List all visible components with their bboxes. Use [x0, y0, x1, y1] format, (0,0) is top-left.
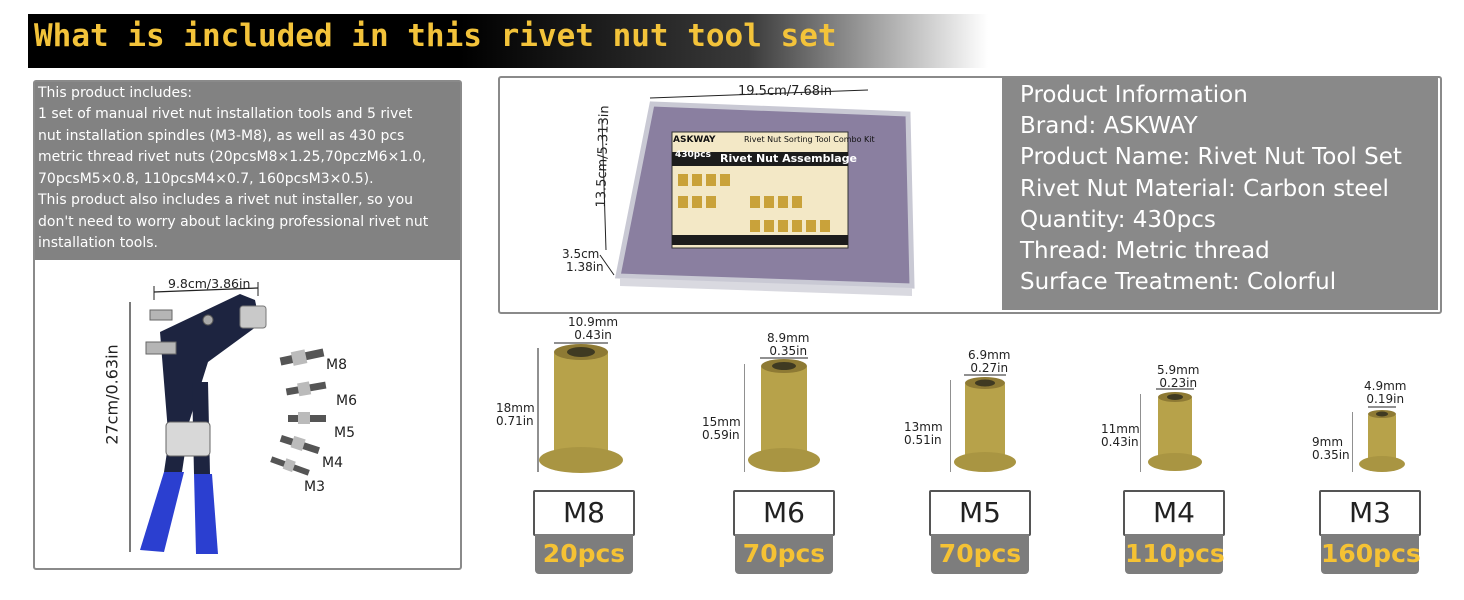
count-badge-m8: 20pcs: [535, 534, 633, 574]
kit-height-label: 13.5cm/5.313in: [593, 105, 613, 208]
product-info-surface: Surface Treatment: Colorful: [1020, 269, 1337, 295]
description-line: 1 set of manual rivet nut installation t…: [38, 106, 413, 122]
size-label-m6: M6: [733, 490, 835, 536]
description-line: nut installation spindles (M3-M8), as we…: [38, 128, 405, 144]
size-label-m8: M8: [533, 490, 635, 536]
kit-box-count: 430pcs: [675, 150, 711, 160]
tool-height-label: 27cm/0.63in: [102, 344, 122, 445]
product-info-thread: Thread: Metric thread: [1020, 238, 1270, 264]
spindle-label-m3: M3: [304, 479, 325, 495]
description-line: metric thread rivet nuts (20pcsM8×1.25,7…: [38, 149, 427, 165]
spindle-label-m5: M5: [334, 425, 355, 441]
page-title: What is included in this rivet nut tool …: [34, 18, 837, 54]
nut-m4-image: [1140, 388, 1202, 472]
kit-box-subtitle: Rivet Nut Sorting Tool Combo Kit: [744, 135, 875, 144]
spindle-label-m4: M4: [322, 455, 343, 471]
size-label-m4: M4: [1123, 490, 1225, 536]
rivet-tool-illustration: [129, 282, 267, 554]
product-info-brand: Brand: ASKWAY: [1020, 113, 1198, 139]
kit-width-label: 19.5cm/7.68in: [738, 84, 832, 99]
description-line: don't need to worry about lacking profes…: [38, 214, 429, 230]
spindle-set-illustration: [270, 348, 327, 476]
product-info-material: Rivet Nut Material: Carbon steel: [1020, 176, 1389, 202]
description-line: 70pcsM5×0.8, 110pcsM4×0.7, 160pcsM3×0.5)…: [38, 171, 374, 187]
description-line: This product includes:: [38, 85, 193, 101]
description-line: This product also includes a rivet nut i…: [38, 192, 414, 208]
description-box: [35, 82, 460, 260]
tool-width-label: 9.8cm/3.86in: [168, 276, 251, 291]
kit-box-brand: ASKWAY: [673, 135, 716, 145]
product-info-quantity: Quantity: 430pcs: [1020, 207, 1216, 233]
size-label-m3: M3: [1319, 490, 1421, 536]
kit-box-illustration: [599, 89, 915, 296]
product-info-name: Product Name: Rivet Nut Tool Set: [1020, 144, 1402, 170]
kit-depth-label-in: 1.38in: [566, 260, 604, 274]
count-badge-m4: 110pcs: [1125, 534, 1225, 574]
nut-m8-image: [537, 342, 623, 473]
kit-depth-label-cm: 3.5cm: [562, 247, 600, 261]
nut-m3-image: [1352, 406, 1405, 472]
size-label-m5: M5: [929, 490, 1031, 536]
nut-m6-image: [744, 357, 820, 472]
header-banner: [28, 14, 988, 68]
spindle-label-m8: M8: [326, 357, 347, 373]
kit-box-title: Rivet Nut Assemblage: [720, 152, 858, 165]
product-info-box: [1002, 78, 1438, 310]
description-line: installation tools.: [38, 235, 159, 251]
nut-m5-image: [950, 374, 1016, 472]
count-badge-m3: 160pcs: [1321, 534, 1421, 574]
count-badge-m5: 70pcs: [931, 534, 1029, 574]
count-badge-m6: 70pcs: [735, 534, 833, 574]
product-info-heading: Product Information: [1020, 82, 1248, 108]
spindle-label-m6: M6: [336, 393, 357, 409]
